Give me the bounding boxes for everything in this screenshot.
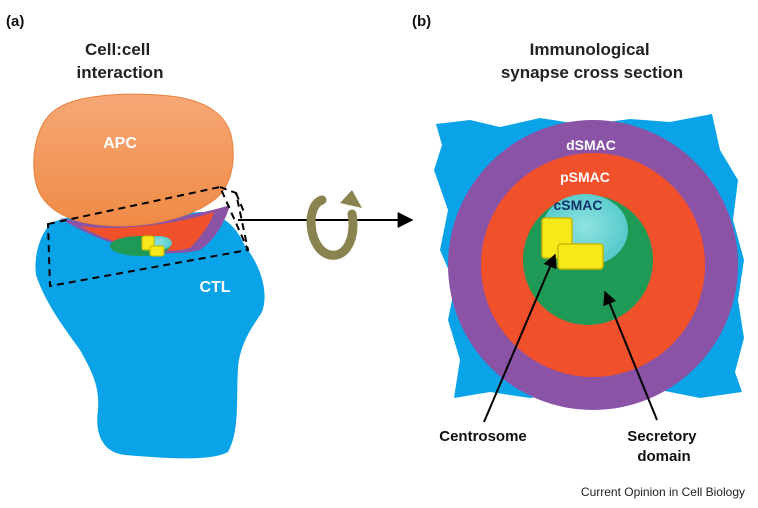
panel-b-heading-line-2: synapse cross section (501, 63, 683, 82)
apc-cell (33, 93, 234, 227)
journal-credit: Current Opinion in Cell Biology (581, 485, 745, 499)
rotation-arrow-icon (306, 190, 362, 260)
panel-a-heading: Cell:cell interaction (77, 40, 164, 82)
apc-label: APC (103, 135, 137, 152)
panel-a-heading-line-2: interaction (77, 63, 164, 82)
synapse-red-edge (80, 212, 214, 251)
panel-a: (a) Cell:cell interaction APC CTL (6, 13, 265, 459)
panel-b-heading: Immunological synapse cross section (501, 40, 683, 82)
csmac-label: cSMAC (553, 197, 602, 213)
cross-section-plane (46, 185, 250, 288)
panel-a-letter: (a) (6, 13, 24, 30)
secretory-granule-small-b (149, 245, 165, 257)
panel-b: (b) Immunological synapse cross section … (412, 13, 744, 465)
secretory-domain-line-2: domain (637, 448, 690, 465)
panel-b-letter: (b) (412, 13, 431, 30)
panel-b-heading-line-1: Immunological (530, 40, 650, 59)
ctl-cell (35, 212, 265, 459)
dsmac-label: dSMAC (566, 137, 616, 153)
secretory-block (557, 243, 604, 270)
secretory-domain-line-1: Secretory (627, 428, 697, 445)
panel-a-heading-line-1: Cell:cell (85, 40, 150, 59)
centrosome-pointer (483, 253, 557, 423)
centrosome-label: Centrosome (439, 428, 527, 445)
secretory-domain-pointer (603, 290, 658, 421)
psmac-label: pSMAC (560, 169, 610, 185)
secretory-domain-label: Secretory domain (627, 428, 700, 465)
ctl-label: CTL (199, 279, 230, 296)
